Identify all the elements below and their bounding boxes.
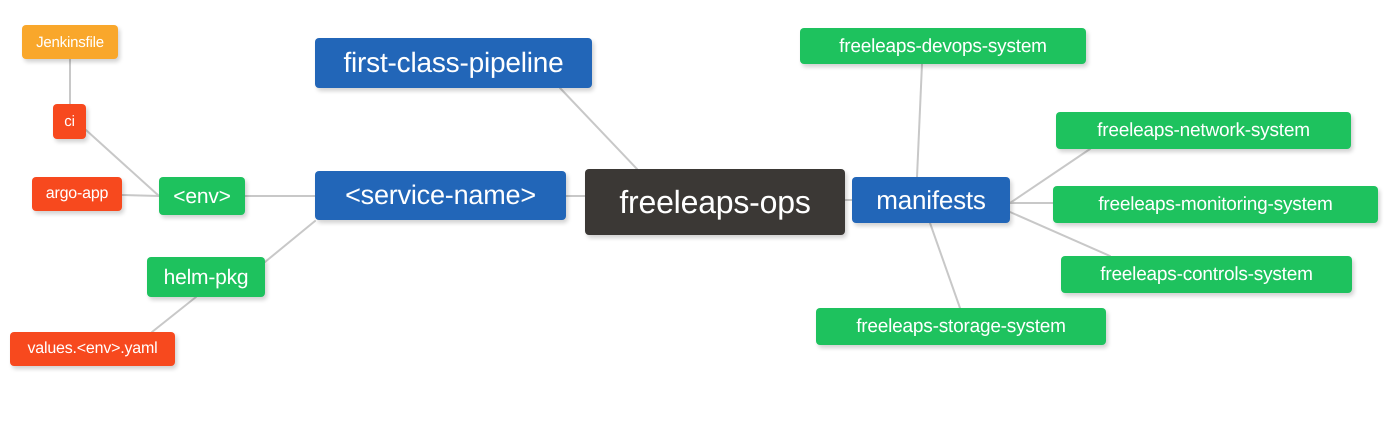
node-label-helm-pkg: helm-pkg: [163, 265, 249, 289]
edge-argo-app-to-env: [121, 194, 160, 197]
node-label-freeleaps-ops: freeleaps-ops: [619, 184, 811, 220]
node-label-argo-app: argo-app: [45, 185, 109, 202]
node-manifests[interactable]: manifests: [852, 177, 1010, 223]
node-jenkinsfile[interactable]: Jenkinsfile: [22, 25, 118, 59]
node-freeleaps-ops[interactable]: freeleaps-ops: [585, 169, 845, 235]
edge-manifests-to-freeleaps-devops-system: [916, 63, 923, 178]
node-label-values-yaml: values.<env>.yaml: [27, 340, 158, 357]
node-label-freeleaps-devops-system: freeleaps-devops-system: [839, 35, 1047, 57]
node-label-first-class-pipeline: first-class-pipeline: [343, 47, 564, 78]
node-env[interactable]: <env>: [159, 177, 245, 215]
node-freeleaps-storage-system[interactable]: freeleaps-storage-system: [816, 308, 1106, 345]
edge-manifests-to-freeleaps-storage-system: [929, 222, 961, 309]
node-label-ci: ci: [64, 113, 75, 130]
edge-helm-pkg-to-service-name: [264, 220, 316, 263]
edge-values-yaml-to-helm-pkg: [151, 296, 197, 333]
node-service-name[interactable]: <service-name>: [315, 171, 566, 220]
node-ci[interactable]: ci: [53, 104, 86, 139]
edge-first-class-pipeline-to-freeleaps-ops: [559, 87, 638, 170]
node-first-class-pipeline[interactable]: first-class-pipeline: [315, 38, 592, 88]
node-values-yaml[interactable]: values.<env>.yaml: [10, 332, 175, 366]
node-freeleaps-controls-system[interactable]: freeleaps-controls-system: [1061, 256, 1352, 293]
node-label-env: <env>: [173, 184, 231, 208]
node-label-freeleaps-controls-system: freeleaps-controls-system: [1100, 264, 1313, 285]
node-label-freeleaps-storage-system: freeleaps-storage-system: [856, 316, 1066, 337]
node-freeleaps-monitoring-system[interactable]: freeleaps-monitoring-system: [1053, 186, 1378, 223]
node-argo-app[interactable]: argo-app: [32, 177, 122, 211]
node-label-service-name: <service-name>: [345, 180, 536, 210]
node-helm-pkg[interactable]: helm-pkg: [147, 257, 265, 297]
node-freeleaps-devops-system[interactable]: freeleaps-devops-system: [800, 28, 1086, 64]
node-label-manifests: manifests: [876, 185, 986, 215]
node-label-freeleaps-network-system: freeleaps-network-system: [1097, 120, 1310, 141]
node-label-jenkinsfile: Jenkinsfile: [36, 33, 104, 51]
node-freeleaps-network-system[interactable]: freeleaps-network-system: [1056, 112, 1351, 149]
node-label-freeleaps-monitoring-system: freeleaps-monitoring-system: [1098, 194, 1333, 215]
